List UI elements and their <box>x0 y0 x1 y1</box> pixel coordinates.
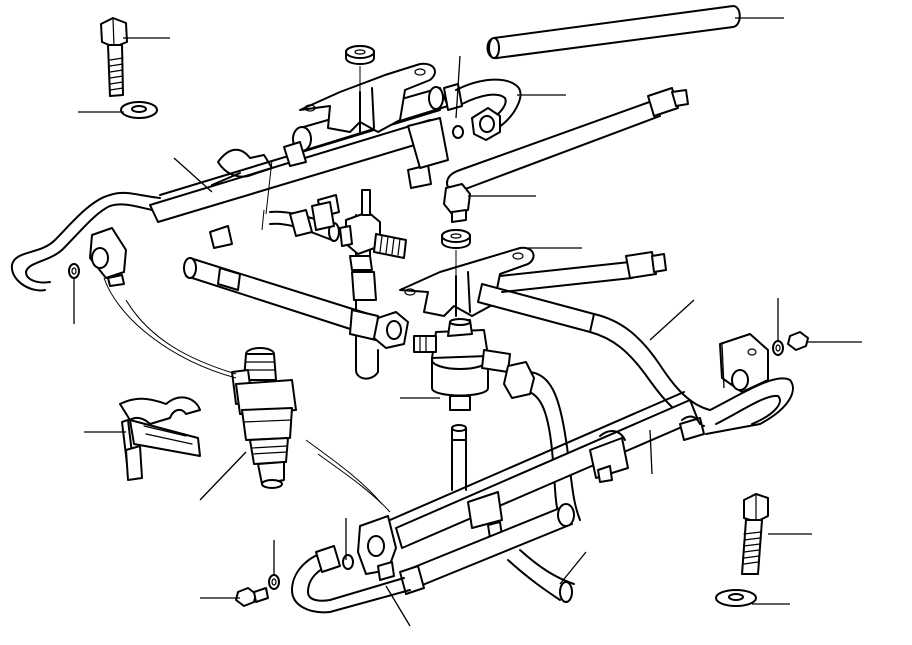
steel-line-upper-right <box>443 87 689 223</box>
assembly-guide-lines <box>103 66 457 513</box>
fuel-pressure-regulator <box>413 318 511 491</box>
washer-top-left <box>120 101 158 119</box>
bolt-bottom-right <box>741 493 769 575</box>
fuel-line-crossover <box>477 251 711 427</box>
injector-retaining-clip <box>119 396 201 481</box>
fuel-rail-lower <box>389 391 705 595</box>
callout-leaders <box>73 17 862 627</box>
mounting-bracket-upper <box>299 45 436 133</box>
bolt-top-left <box>100 17 128 97</box>
mounting-bracket-lower <box>399 229 535 317</box>
vacuum-hose <box>507 549 575 603</box>
fuel-injector <box>231 347 297 489</box>
return-hose <box>503 361 581 521</box>
fuel-tee-fitting <box>269 189 407 380</box>
washer-bottom-right <box>715 589 757 607</box>
fuel-line-middle <box>183 257 409 349</box>
lower-rail-right-end <box>705 331 809 435</box>
fuel-rail-upper <box>10 109 449 292</box>
fuel-hose-straight <box>486 5 741 60</box>
lower-rail-left-end <box>235 515 411 614</box>
